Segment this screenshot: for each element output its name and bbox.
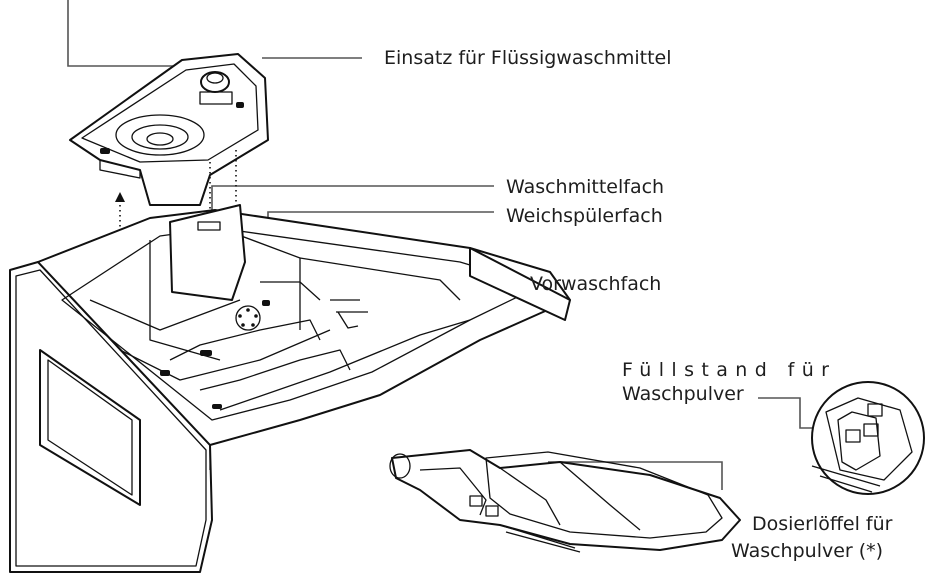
- label-scoop-line1: Dosierlöffel für: [752, 513, 893, 535]
- label-liquid-insert: Einsatz für Flüssigwaschmittel: [384, 47, 672, 69]
- siphon-cap: [235, 305, 261, 331]
- label-fill-level-line1: Füllstand für: [622, 359, 837, 381]
- dispenser-drawer: [9, 204, 571, 573]
- liquid-detergent-insert: [69, 53, 269, 206]
- insert-basin-outer: [115, 114, 205, 156]
- label-scoop-line2: Waschpulver (*): [731, 540, 884, 562]
- insert-cap: [200, 71, 230, 93]
- label-detergent-compartment: Waschmittelfach: [506, 176, 665, 198]
- dosing-scoop: [389, 449, 741, 553]
- drawer-rail: [469, 247, 571, 321]
- leader-top-left: [67, 0, 176, 67]
- insert-basin-inner: [131, 124, 189, 150]
- fill-level-detail: [811, 381, 925, 495]
- drawer-handle: [39, 349, 141, 506]
- label-softener-compartment: Weichspülerfach: [506, 205, 663, 227]
- scoop-body: [391, 449, 741, 551]
- label-fill-level-line2: Waschpulver: [622, 383, 744, 405]
- label-prewash-compartment: Vorwaschfach: [530, 273, 662, 295]
- softener-flap: [169, 204, 246, 301]
